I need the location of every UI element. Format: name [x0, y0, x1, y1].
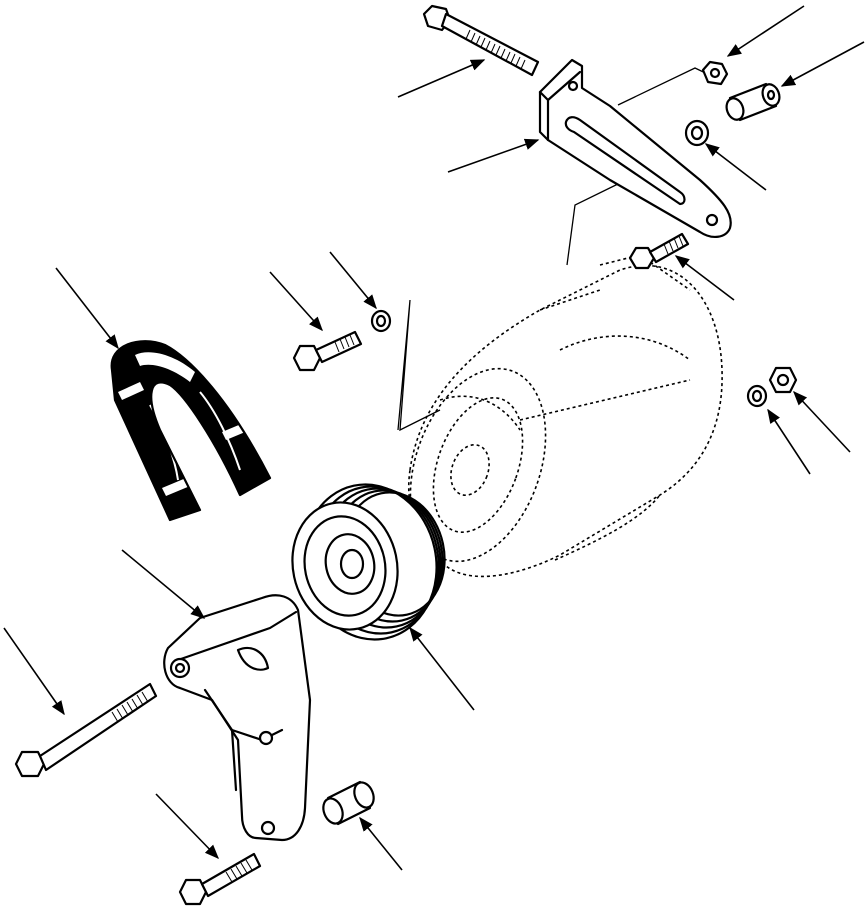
- arrow-rear-nut: [793, 390, 851, 453]
- arrow-bracket-capscrew: [155, 793, 220, 860]
- strap-capscrew: [628, 232, 690, 270]
- lock-washer: [370, 309, 392, 333]
- drive-belt: [110, 340, 272, 522]
- rear-nut: [768, 366, 798, 394]
- arrow-rear-lock-washer: [767, 408, 811, 475]
- arrow-spacer-sleeve: [780, 41, 865, 87]
- arrow-washer: [704, 143, 767, 191]
- bushing: [322, 780, 375, 826]
- arrow-drive-belt: [55, 267, 119, 350]
- mounting-bracket: [163, 594, 312, 842]
- arrow-adjusting-bolt: [397, 59, 486, 98]
- alternator-leader: [397, 299, 441, 432]
- arrow-adjusting-strap: [447, 138, 540, 173]
- adjusting-bolt: [422, 4, 540, 77]
- pulley: [291, 483, 446, 641]
- bracket-capscrew: [178, 852, 262, 906]
- nut: [701, 60, 729, 86]
- arrow-pivot-bolt: [3, 627, 65, 716]
- capscrew: [292, 330, 363, 372]
- rear-lock-washer: [746, 384, 768, 408]
- arrow-strap-capscrew: [674, 255, 735, 301]
- arrow-bushing: [359, 816, 403, 871]
- spacer-sleeve: [725, 82, 781, 122]
- arrow-nut: [726, 5, 805, 57]
- strap-leader: [566, 181, 623, 266]
- arrow-lock-washer: [329, 251, 377, 310]
- adjusting-strap: [538, 58, 732, 238]
- pivot-bolt: [14, 682, 158, 778]
- callout-arrows: [3, 5, 865, 871]
- arrow-mounting-bracket: [121, 549, 206, 619]
- arrow-pulley: [409, 626, 475, 711]
- washer: [684, 119, 710, 147]
- arrow-capscrew: [269, 271, 323, 332]
